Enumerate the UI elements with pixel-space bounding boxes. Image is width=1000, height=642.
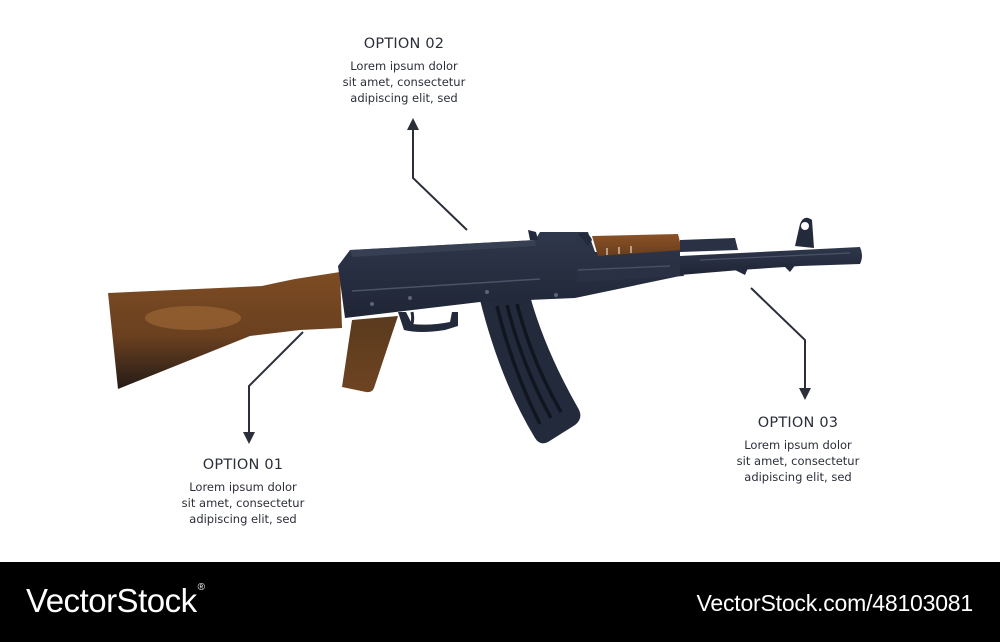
leader-option-02 <box>407 118 468 231</box>
callout-title: OPTION 01 <box>202 457 284 473</box>
barrel <box>680 247 862 275</box>
arrow-down-icon <box>243 432 255 444</box>
leader-option-01 <box>243 331 304 444</box>
magazine <box>480 296 581 444</box>
gas-tube <box>680 238 738 252</box>
front-sight <box>795 217 814 248</box>
receiver <box>338 232 680 318</box>
rifle-stock <box>108 272 342 389</box>
callout-option-03: OPTION 03 Lorem ipsum dolor sit amet, co… <box>688 415 908 485</box>
arrow-up-icon <box>407 118 419 130</box>
rifle-illustration <box>108 118 862 444</box>
handguard <box>592 234 682 256</box>
callout-option-01: OPTION 01 Lorem ipsum dolor sit amet, co… <box>133 457 353 527</box>
callout-title: OPTION 02 <box>363 36 445 52</box>
image-url: VectorStock.com/48103081 <box>696 590 974 616</box>
infographic-canvas: OPTION 02 Lorem ipsum dolor sit amet, co… <box>108 36 908 527</box>
callout-option-02: OPTION 02 Lorem ipsum dolor sit amet, co… <box>294 36 514 106</box>
brand-logo: VectorStock® <box>26 582 205 619</box>
trigger-guard <box>398 312 458 332</box>
pistol-grip <box>342 316 398 393</box>
callout-description: Lorem ipsum dolor sit amet, consectetur … <box>736 438 860 484</box>
trigger <box>408 311 415 329</box>
stock-highlight <box>145 306 241 330</box>
registered-mark: ® <box>197 582 205 593</box>
watermark-footer: VectorStock® VectorStock.com/48103081 <box>0 562 1000 642</box>
leader-option-03 <box>750 287 811 400</box>
callout-description: Lorem ipsum dolor sit amet, consectetur … <box>342 59 466 105</box>
arrow-down-icon <box>799 388 811 400</box>
callout-title: OPTION 03 <box>757 415 839 431</box>
callout-description: Lorem ipsum dolor sit amet, consectetur … <box>181 480 305 526</box>
